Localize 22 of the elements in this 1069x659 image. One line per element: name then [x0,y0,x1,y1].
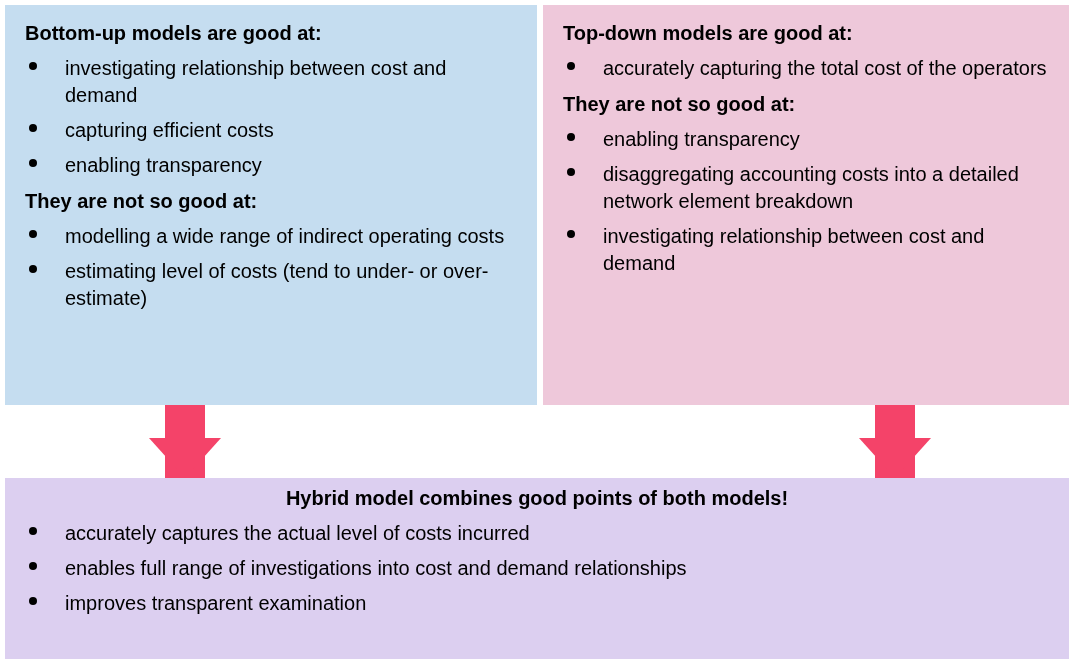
panel-heading: They are not so good at: [25,190,258,213]
list-item-text: improves transparent examination [65,591,367,616]
list-item-text: enabling transparency [65,153,262,178]
list-item-text: investigating relationship between cost and demand [603,224,986,276]
text-panel [543,5,1069,405]
panel-heading: Hybrid model combines good points of both models! [285,487,789,510]
down-arrow [149,405,221,478]
panel-heading: Top-down models are good at: [563,22,853,45]
list-item-text: modelling a wide range of indirect operating costs [65,224,505,249]
list-item-text: estimating level of costs (tend to under- or over-estimate) [65,259,490,311]
list-item-text: accurately capturing the total cost of the operators [603,56,1047,81]
list-item-text: enables full range of investigations into cost and demand relationships [65,556,687,581]
text-panel [5,478,1069,659]
list-item-text: accurately captures the actual level of costs incurred [65,521,530,546]
down-arrow [859,405,931,478]
list-item-text: investigating relationship between cost and demand [65,56,448,108]
list-item-text: disaggregating accounting costs into a detailed network element breakdown [603,162,1020,214]
text-panel [5,5,537,405]
panel-heading: Bottom-up models are good at: [25,22,322,45]
panel-heading: They are not so good at: [563,93,796,116]
list-item-text: enabling transparency [603,127,800,152]
list-item-text: capturing efficient costs [65,118,274,143]
